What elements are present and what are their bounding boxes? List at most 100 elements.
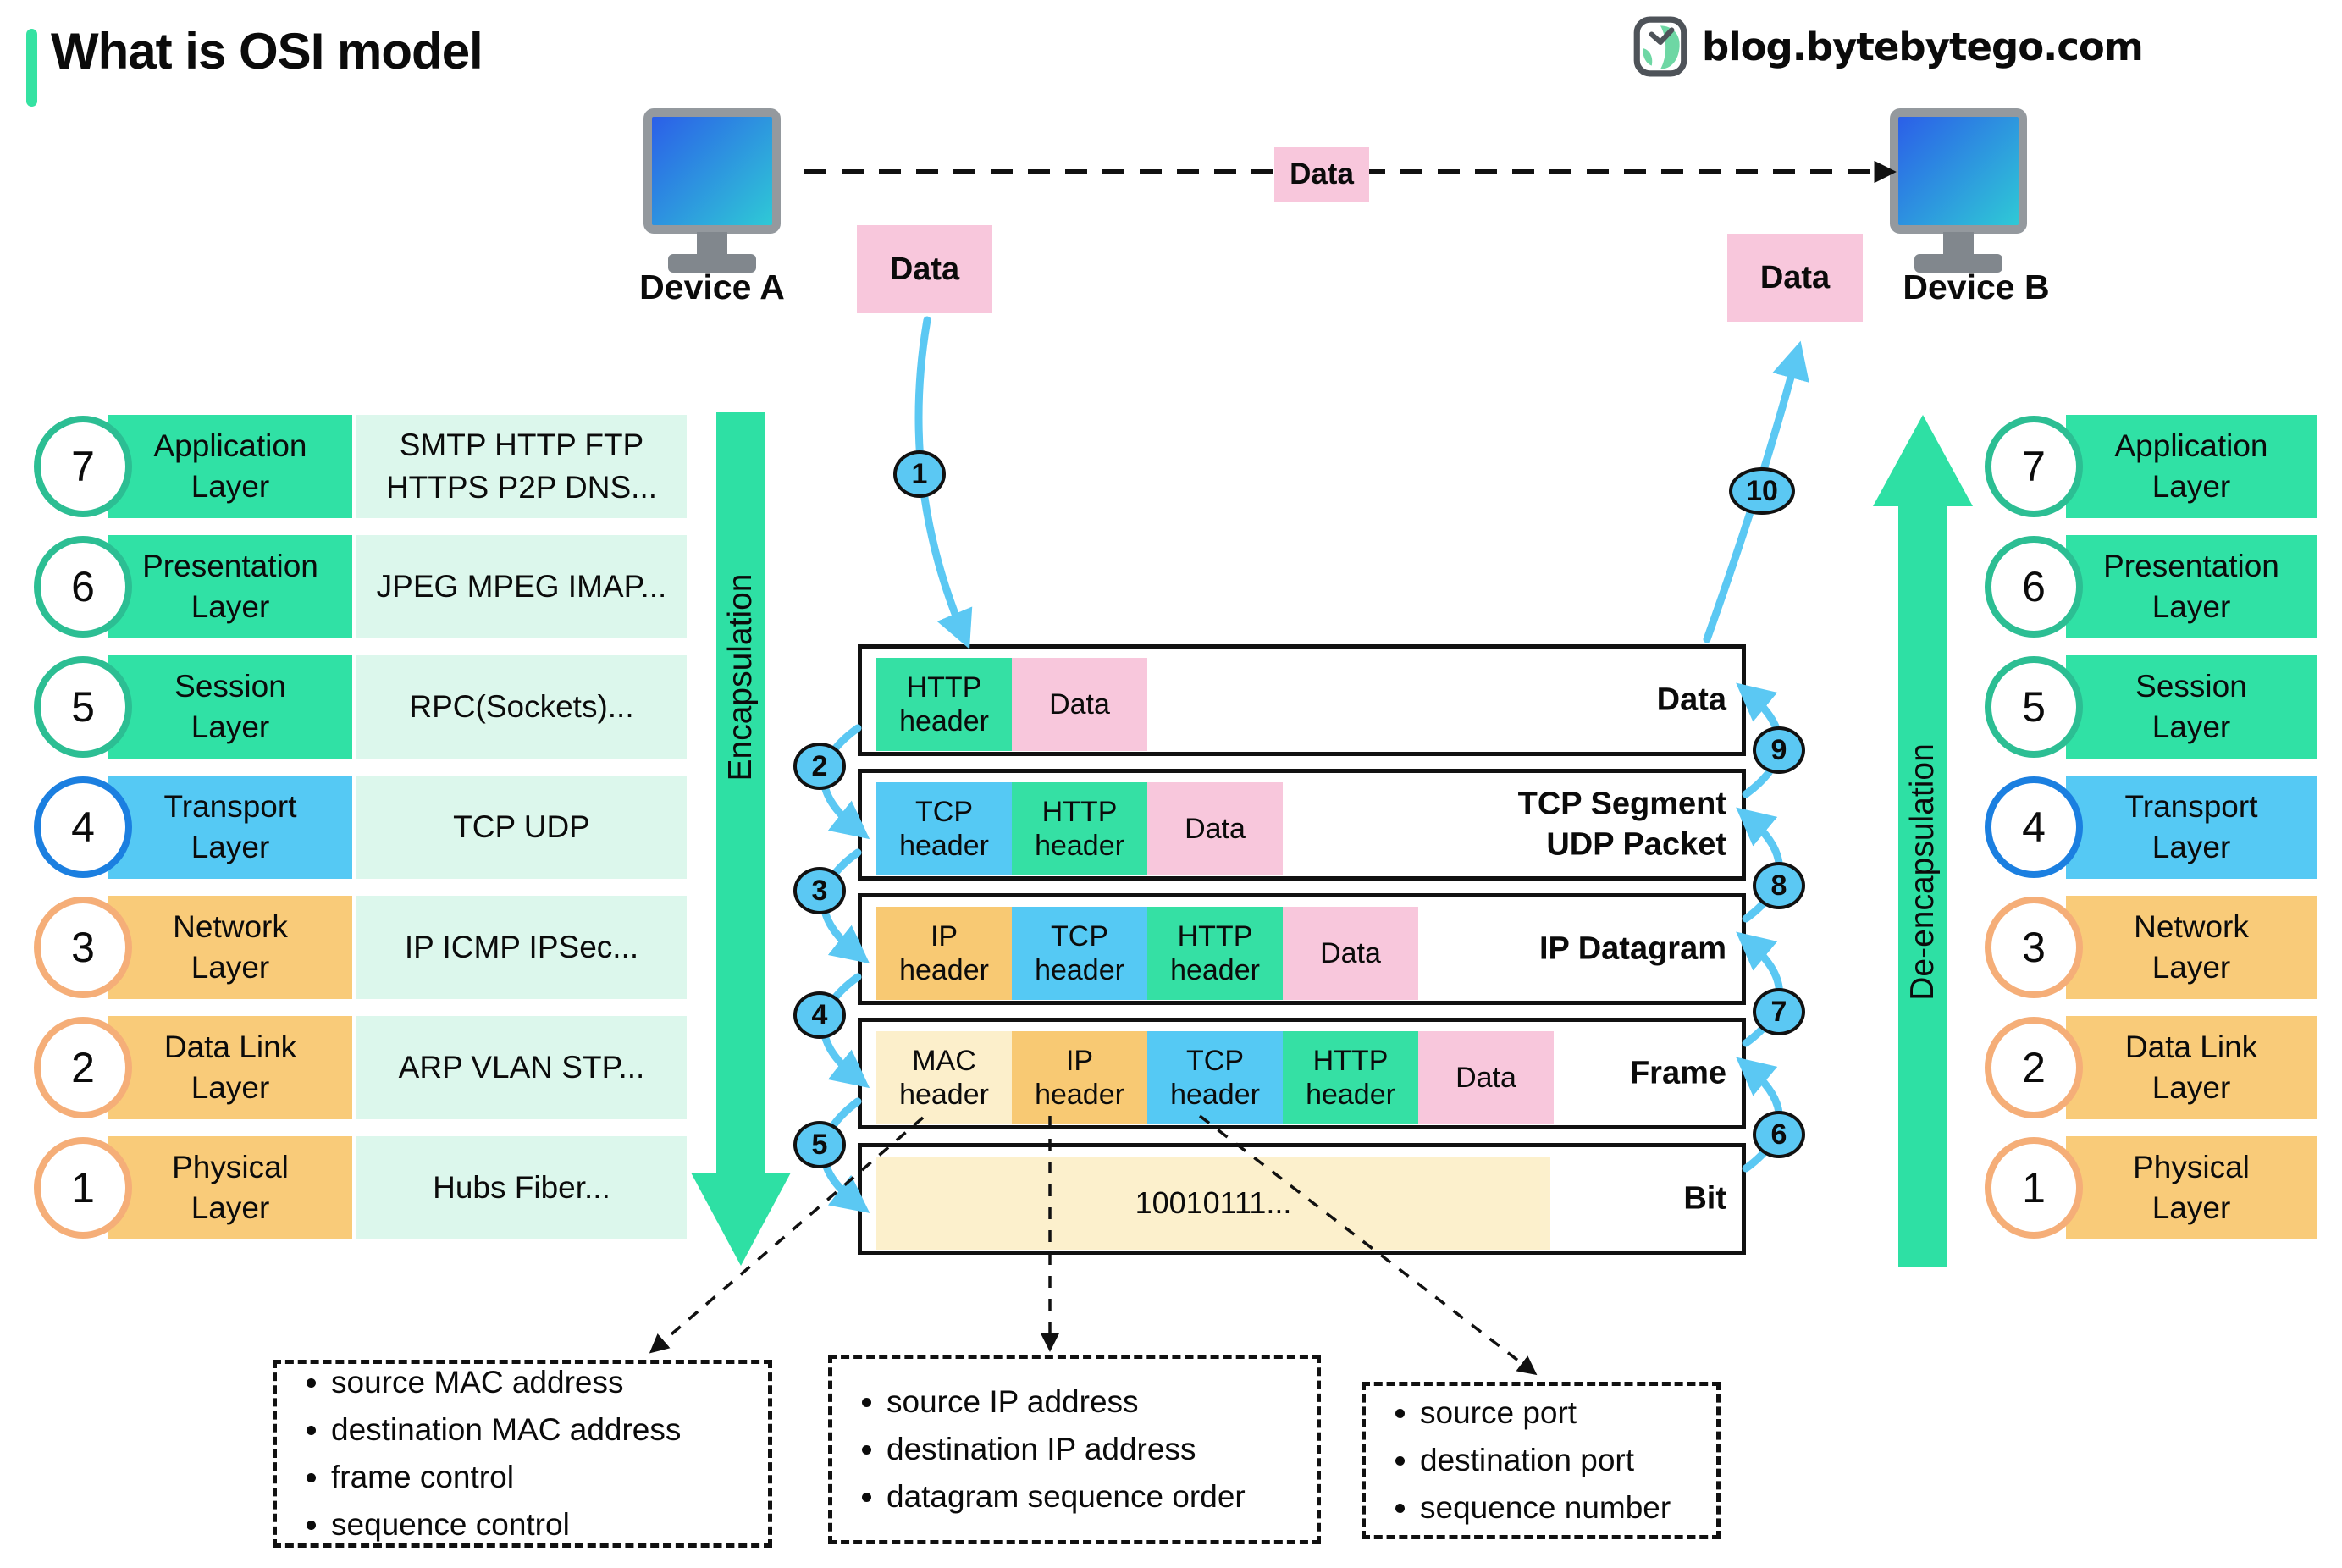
left-layer-row-network: 3 Network Layer IP ICMP IPSec... — [34, 896, 688, 999]
layer-5-number-badge: 5 — [34, 656, 132, 758]
top-data-box: Data — [1274, 147, 1369, 202]
layer-4-name: Transport Layer — [108, 776, 352, 879]
layer-7-number-badge: 7 — [1985, 416, 2083, 517]
device-b-monitor-neck — [1943, 232, 1974, 256]
layer-7-protocols: SMTP HTTP FTP HTTPS P2P DNS... — [356, 415, 687, 518]
device-a-monitor-base — [668, 254, 756, 273]
layer-5-number-badge: 5 — [1985, 656, 2083, 758]
flow-step-6: 6 — [1753, 1111, 1805, 1158]
ip-callout-list: source IP address destination IP address… — [832, 1378, 1246, 1521]
layer-2-number-badge: 2 — [34, 1017, 132, 1118]
data-chip: Data — [1283, 907, 1418, 1000]
stack-row-tcp-segment: TCP header HTTP header Data TCP Segment … — [858, 769, 1746, 881]
stack-row-label-tcp-segment: TCP Segment UDP Packet — [1517, 786, 1726, 863]
layer-6-protocols: JPEG MPEG IMAP... — [356, 535, 687, 638]
left-layer-row-session: 5 Session Layer RPC(Sockets)... — [34, 655, 688, 759]
layer-4-number-badge: 4 — [1985, 776, 2083, 878]
mac-header-chip: MAC header — [876, 1031, 1012, 1124]
right-layer-row-presentation: 6 Presentation Layer — [1985, 535, 2317, 638]
http-header-chip: HTTP header — [876, 658, 1012, 751]
callout-item: destination port — [1420, 1437, 1671, 1484]
layer-3-name: Network Layer — [2066, 896, 2317, 999]
device-a-monitor-neck — [697, 232, 727, 256]
layer-4-number-badge: 4 — [34, 776, 132, 878]
mac-header-callout: source MAC address destination MAC addre… — [273, 1360, 772, 1548]
tcp-callout-list: source port destination port sequence nu… — [1366, 1389, 1671, 1532]
layer-6-number-badge: 6 — [1985, 536, 2083, 638]
layer-6-number-badge: 6 — [34, 536, 132, 638]
layer-5-name: Session Layer — [2066, 655, 2317, 759]
bit-stream-bar: 10010111... — [876, 1157, 1550, 1250]
deencapsulation-arrow-shaft — [1898, 505, 1947, 1267]
callout-item: sequence control — [331, 1501, 681, 1549]
right-layer-row-transport: 4 Transport Layer — [1985, 776, 2317, 879]
ip-header-chip: IP header — [1012, 1031, 1147, 1124]
deencapsulation-label: De-encapsulation — [1904, 743, 1941, 1001]
mac-callout-list: source MAC address destination MAC addre… — [277, 1359, 681, 1549]
layer-3-protocols: IP ICMP IPSec... — [356, 896, 687, 999]
left-layer-row-application: 7 Application Layer SMTP HTTP FTP HTTPS … — [34, 415, 688, 518]
layer-3-number-badge: 3 — [34, 897, 132, 998]
layer-2-name: Data Link Layer — [2066, 1016, 2317, 1119]
callout-item: sequence number — [1420, 1484, 1671, 1532]
layer-3-number-badge: 3 — [1985, 897, 2083, 998]
data-chip: Data — [1012, 658, 1147, 751]
layer-1-name: Physical Layer — [2066, 1136, 2317, 1239]
layer-3-name: Network Layer — [108, 896, 352, 999]
left-layer-row-datalink: 2 Data Link Layer ARP VLAN STP... — [34, 1016, 688, 1119]
layer-4-name: Transport Layer — [2066, 776, 2317, 879]
layer-7-name: Application Layer — [108, 415, 352, 518]
layer-6-name: Presentation Layer — [108, 535, 352, 638]
ip-header-callout: source IP address destination IP address… — [828, 1355, 1321, 1544]
callout-item: source port — [1420, 1389, 1671, 1437]
right-layer-row-session: 5 Session Layer — [1985, 655, 2317, 759]
layer-5-protocols: RPC(Sockets)... — [356, 655, 687, 759]
http-header-chip: HTTP header — [1283, 1031, 1418, 1124]
page-title: What is OSI model — [51, 23, 483, 80]
layer-1-protocols: Hubs Fiber... — [356, 1136, 687, 1239]
encapsulation-arrow-head — [691, 1173, 791, 1266]
callout-item: destination IP address — [887, 1426, 1246, 1473]
layer-2-name: Data Link Layer — [108, 1016, 352, 1119]
left-layer-row-physical: 1 Physical Layer Hubs Fiber... — [34, 1136, 688, 1239]
device-a-label: Device A — [639, 268, 785, 306]
layer-4-protocols: TCP UDP — [356, 776, 687, 879]
title-accent-bar — [26, 29, 37, 107]
layer-2-protocols: ARP VLAN STP... — [356, 1016, 687, 1119]
ip-header-chip: IP header — [876, 907, 1012, 1000]
layer-7-name: Application Layer — [2066, 415, 2317, 518]
data-chip: Data — [1147, 782, 1283, 875]
flow-step-10: 10 — [1729, 467, 1795, 515]
right-layer-row-network: 3 Network Layer — [1985, 896, 2317, 999]
right-layer-row-application: 7 Application Layer — [1985, 415, 2317, 518]
device-b-monitor-base — [1914, 254, 2002, 273]
stack-row-label-bit: Bit — [1683, 1180, 1726, 1217]
stack-row-ip-datagram: IP header TCP header HTTP header Data IP… — [858, 893, 1746, 1005]
flow-step-9: 9 — [1753, 726, 1805, 774]
flow-step-2: 2 — [793, 743, 846, 790]
device-a-monitor-icon — [643, 108, 781, 234]
tcp-header-chip: TCP header — [1147, 1031, 1283, 1124]
layer-5-name: Session Layer — [108, 655, 352, 759]
callout-item: frame control — [331, 1454, 681, 1501]
flow-step-8: 8 — [1753, 862, 1805, 909]
device-b-data-box: Data — [1727, 234, 1863, 322]
device-b-label: Device B — [1903, 268, 2050, 306]
bytebytego-logo: blog.bytebytego.com — [1632, 15, 2144, 78]
tcp-header-chip: TCP header — [1012, 907, 1147, 1000]
left-layer-row-transport: 4 Transport Layer TCP UDP — [34, 776, 688, 879]
bytebytego-bird-icon — [1633, 16, 1687, 77]
callout-item: source MAC address — [331, 1359, 681, 1406]
encapsulation-label: Encapsulation — [722, 573, 759, 781]
right-layer-row-physical: 1 Physical Layer — [1985, 1136, 2317, 1239]
deencapsulation-arrow-head — [1873, 415, 1973, 506]
flow-step-5: 5 — [793, 1121, 846, 1168]
layer-2-number-badge: 2 — [1985, 1017, 2083, 1118]
stack-row-label-data: Data — [1656, 682, 1726, 718]
stack-row-data: HTTP header Data Data — [858, 644, 1746, 756]
http-header-chip: HTTP header — [1012, 782, 1147, 875]
layer-7-number-badge: 7 — [34, 416, 132, 517]
stack-row-frame: MAC header IP header TCP header HTTP hea… — [858, 1018, 1746, 1129]
logo-site-text: blog.bytebytego.com — [1702, 24, 2144, 69]
stack-row-label-ip-datagram: IP Datagram — [1538, 930, 1726, 967]
